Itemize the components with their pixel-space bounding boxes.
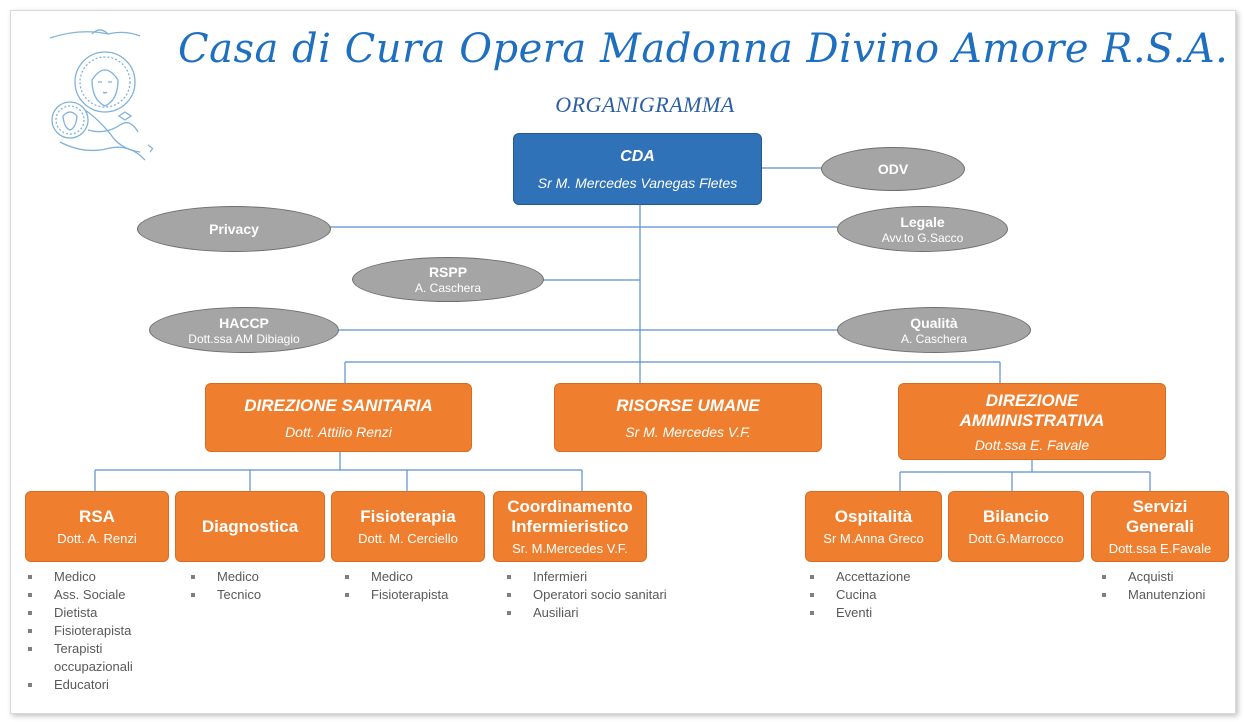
legale-ellipse: Legale Avv.to G.Sacco — [837, 206, 1008, 252]
list-item: occupazionali — [54, 659, 133, 674]
servizi-list: Acquisti Manutenzioni — [1102, 568, 1205, 604]
list-item: Infermieri — [507, 568, 667, 586]
list-item: Medico — [191, 568, 261, 586]
diagnostica-list: Medico Tecnico — [191, 568, 261, 604]
coordinamento-name: Sr. M.Mercedes V.F. — [512, 541, 628, 556]
diagnostica-box: Diagnostica — [175, 491, 325, 562]
risorse-umane-name: Sr M. Mercedes V.F. — [625, 423, 751, 440]
servizi-name: Dott.ssa E.Favale — [1108, 541, 1212, 556]
list-item: Dietista — [28, 604, 133, 622]
page-title: Casa di Cura Opera Madonna Divino Amore … — [178, 26, 1229, 72]
risorse-umane-title: RISORSE UMANE — [616, 395, 760, 415]
list-item: Accettazione — [810, 568, 910, 586]
cda-title: CDA — [620, 148, 655, 165]
privacy-ellipse: Privacy — [137, 206, 331, 252]
list-item: Cucina — [810, 586, 910, 604]
rsa-list: Medico Ass. Sociale Dietista Fisioterapi… — [28, 568, 133, 694]
list-item: Terapisti — [28, 640, 133, 658]
direzione-sanitaria-name: Dott. Attilio Renzi — [285, 423, 392, 440]
privacy-title: Privacy — [209, 220, 259, 237]
diagnostica-title: Diagnostica — [201, 516, 299, 536]
list-item: Acquisti — [1102, 568, 1205, 586]
rsa-name: Dott. A. Renzi — [57, 531, 137, 546]
list-item: Medico — [345, 568, 448, 586]
list-item: Fisioterapista — [28, 622, 133, 640]
rspp-name: A. Caschera — [414, 281, 482, 295]
servizi-title-2: Generali — [1125, 517, 1195, 536]
odv-ellipse: ODV — [821, 147, 965, 191]
haccp-title: HACCP — [219, 314, 269, 331]
legale-title: Legale — [900, 213, 945, 230]
rsa-box: RSA Dott. A. Renzi — [25, 491, 169, 562]
fisioterapia-list: Medico Fisioterapista — [345, 568, 448, 604]
haccp-name: Dott.ssa AM Dibiagio — [188, 331, 300, 346]
fisioterapia-box: Fisioterapia Dott. M. Cerciello — [331, 491, 485, 562]
bilancio-name: Dott.G.Marrocco — [968, 531, 1064, 546]
list-item: Medico — [28, 568, 133, 586]
fisioterapia-name: Dott. M. Cerciello — [358, 531, 458, 546]
rsa-title: RSA — [79, 507, 115, 526]
coordinamento-title-1: Coordinamento — [507, 497, 633, 516]
list-item: Operatori socio sanitari — [507, 586, 667, 604]
rspp-ellipse: RSPP A. Caschera — [352, 257, 544, 302]
list-item: Ass. Sociale — [28, 586, 133, 604]
coordinamento-box: Coordinamento Infermieristico Sr. M.Merc… — [493, 491, 647, 562]
rspp-title: RSPP — [428, 264, 468, 280]
list-item: Tecnico — [191, 586, 261, 604]
cda-box: CDA Sr M. Mercedes Vanegas Fletes — [513, 133, 762, 205]
bilancio-title: Bilancio — [982, 507, 1050, 526]
ospitalita-name: Sr M.Anna Greco — [823, 531, 924, 546]
ospitalita-box: Ospitalità Sr M.Anna Greco — [805, 491, 942, 562]
direzione-sanitaria-title: DIREZIONE SANITARIA — [244, 395, 433, 415]
coordinamento-title-2: Infermieristico — [511, 517, 629, 536]
coordinamento-list: Infermieri Operatori socio sanitari Ausi… — [507, 568, 667, 622]
servizi-generali-box: Servizi Generali Dott.ssa E.Favale — [1091, 491, 1229, 562]
direzione-sanitaria-box: DIREZIONE SANITARIA Dott. Attilio Renzi — [205, 383, 472, 452]
madonna-logo-icon — [49, 29, 154, 161]
list-item: Fisioterapista — [345, 586, 448, 604]
qualita-name: A. Caschera — [900, 331, 968, 346]
fisioterapia-title: Fisioterapia — [360, 507, 456, 526]
bilancio-box: Bilancio Dott.G.Marrocco — [948, 491, 1084, 562]
list-item: Eventi — [810, 604, 910, 622]
risorse-umane-box: RISORSE UMANE Sr M. Mercedes V.F. — [554, 383, 822, 452]
direzione-amministrativa-title-2: AMMINISTRATIVA — [959, 410, 1105, 430]
direzione-amministrativa-name: Dott.ssa E. Favale — [974, 436, 1090, 453]
list-item: Educatori — [28, 676, 133, 694]
servizi-title-1: Servizi — [1132, 497, 1188, 516]
ospitalita-list: Accettazione Cucina Eventi — [810, 568, 910, 622]
legale-name: Avv.to G.Sacco — [881, 230, 964, 245]
direzione-amministrativa-title-1: DIREZIONE — [985, 390, 1079, 410]
haccp-ellipse: HACCP Dott.ssa AM Dibiagio — [149, 307, 339, 353]
cda-name: Sr M. Mercedes Vanegas Fletes — [537, 175, 738, 191]
direzione-amministrativa-box: DIREZIONE AMMINISTRATIVA Dott.ssa E. Fav… — [898, 383, 1166, 460]
page-subtitle: ORGANIGRAMMA — [555, 92, 735, 117]
odv-title: ODV — [877, 160, 909, 177]
ospitalita-title: Ospitalità — [834, 507, 913, 526]
list-item: Ausiliari — [507, 604, 667, 622]
list-item: Manutenzioni — [1102, 586, 1205, 604]
qualita-ellipse: Qualità A. Caschera — [837, 307, 1031, 353]
qualita-title: Qualità — [910, 314, 958, 331]
